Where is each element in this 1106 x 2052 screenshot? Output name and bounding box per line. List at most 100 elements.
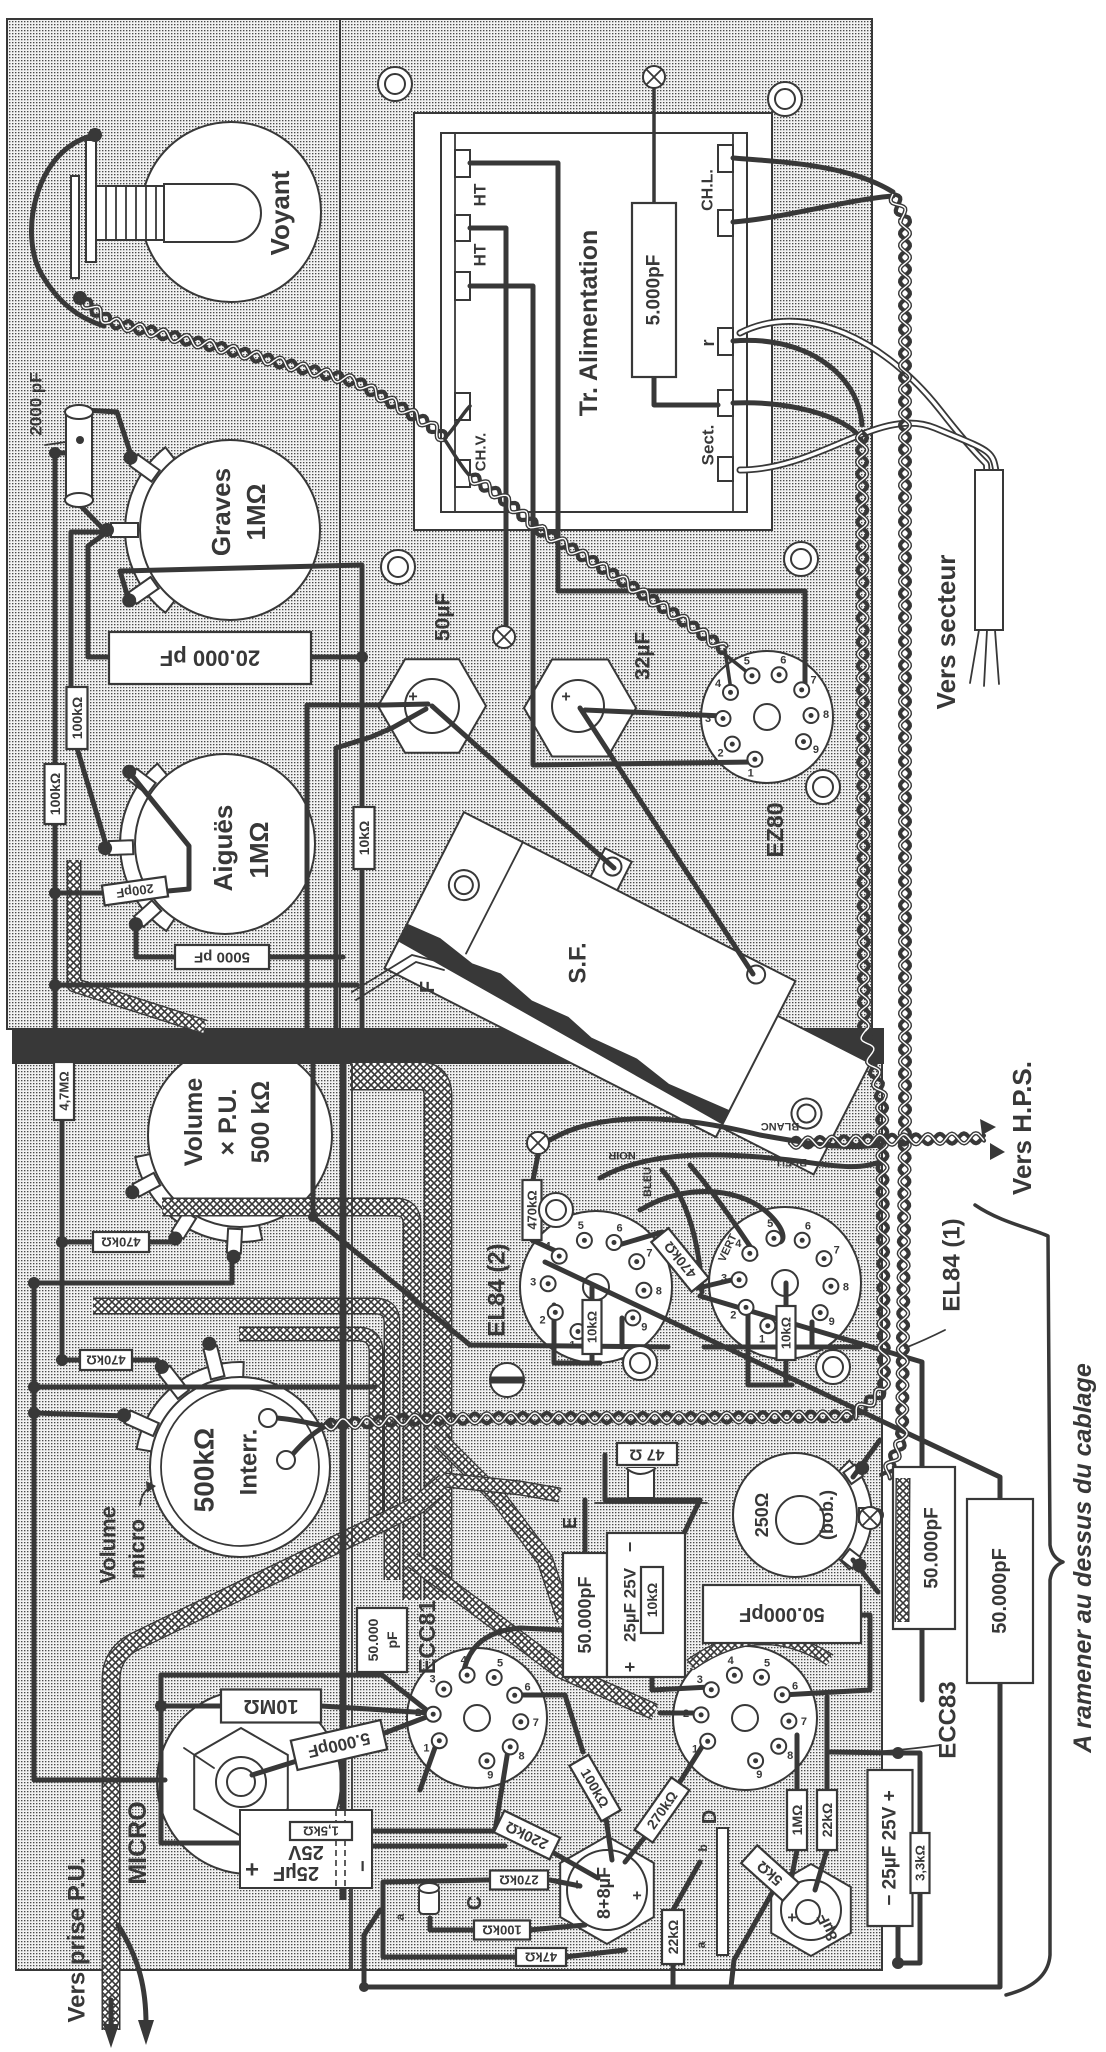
label-polarity-plus: + [572, 1877, 581, 1894]
twisted-pair-speaker [787, 1131, 987, 1150]
pot-lug [107, 839, 135, 857]
socket-pin-contact [708, 1687, 714, 1693]
socket-pin-contact [484, 1758, 490, 1764]
shield-braid [435, 1435, 572, 1623]
label-point-e: E [560, 1517, 580, 1529]
label-terminal-chv: CH.V. [473, 433, 490, 472]
socket-pin-contact [552, 1309, 558, 1315]
wire [460, 1625, 566, 1678]
part-value: 25µF 25V [621, 1567, 640, 1642]
resistor-100k-a: 100kΩ [65, 685, 89, 751]
part-value: 100kΩ [47, 773, 63, 815]
ground-lug-icon [642, 65, 666, 89]
wire [427, 1915, 478, 1933]
wire [850, 1437, 883, 1480]
twisted-pairs [79, 191, 987, 1481]
wire [582, 707, 726, 719]
screw-head [822, 1356, 844, 1378]
label-pot-250: 250Ω [752, 1493, 772, 1537]
pin-number: 2 [415, 1707, 421, 1719]
part-value: 10kΩ [585, 1311, 600, 1343]
capacitor-d [716, 1827, 729, 1956]
socket-pin-contact [759, 1674, 764, 1680]
pin-number: 9 [756, 1769, 762, 1781]
wire [249, 1757, 303, 1778]
pin-number: 5 [497, 1658, 503, 1670]
pin-number: 5 [764, 1657, 770, 1669]
solder-points [28, 128, 904, 1992]
pin-number: 4 [728, 1655, 735, 1667]
part-value: 1MΩ [789, 1805, 805, 1836]
wire-heater [730, 155, 896, 195]
twisted-wire-highlight [324, 1410, 853, 1431]
socket-pin-contact [720, 716, 726, 721]
pot-lug [157, 1364, 191, 1401]
part-value: 3,3kΩ [913, 1845, 928, 1881]
capacitor-5000pf-micro: 5.000pF [289, 1718, 389, 1772]
shielded-cable [406, 1553, 659, 1720]
ground-lug-cross [645, 68, 663, 86]
part-value: 100kΩ [482, 1923, 521, 1938]
pin-number: 1 [692, 1743, 698, 1755]
label-speaker-output: Vers H.P.S. [1007, 1061, 1037, 1195]
part-value: − 25µF 25V + [880, 1790, 901, 1906]
socket-pin-contact [430, 1711, 436, 1717]
wire [697, 1293, 925, 1470]
pin-number: 4 [715, 678, 722, 690]
socket-pin-contact [441, 1686, 447, 1692]
wire [31, 1254, 235, 1286]
wire [812, 1847, 830, 1893]
wire [850, 1557, 881, 1595]
resistor-47k: 47kΩ [514, 1946, 568, 1968]
pot-lug [128, 453, 162, 483]
socket-pin-contact [799, 687, 805, 693]
mains-cable [969, 469, 1004, 687]
leader-line [871, 1744, 941, 1753]
arrow-down-icon [138, 2020, 154, 2045]
shield-braid [350, 1063, 451, 1600]
label-pot-250-note: (bob.) [817, 1490, 837, 1540]
wire [730, 337, 865, 428]
label-volume-micro: Volume [96, 1506, 121, 1584]
pin-number: 7 [810, 675, 816, 687]
pot-lug [131, 1171, 162, 1198]
shield-braid [93, 1299, 399, 1580]
part-value: 5.000pF [644, 255, 665, 326]
screw-head [387, 556, 409, 578]
socket-pin-contact [556, 1253, 562, 1259]
wire [81, 407, 135, 461]
twisted-wire-strand [79, 297, 448, 440]
pin-number: 7 [801, 1716, 807, 1728]
wire [127, 770, 192, 894]
wire [318, 1703, 433, 1716]
screw-head [545, 1199, 567, 1221]
socket-pin-contact [749, 673, 755, 679]
fuse-holder [351, 954, 445, 1001]
terminal-strip-right [717, 144, 734, 482]
socket-pin-contact [753, 1758, 759, 1764]
part-value: 47kΩ [525, 1950, 557, 1965]
pin-number: 2 [717, 747, 723, 759]
label-tube-ecc83: ECC83 [935, 1681, 962, 1758]
socket-pin-contact [752, 756, 758, 762]
wire [381, 701, 431, 731]
label-polarity-plus: + [632, 1888, 641, 1905]
socket-pin-contact [575, 1329, 581, 1334]
part-value: 50.000 [365, 1618, 381, 1661]
power-transformer [413, 112, 773, 531]
wire-output-noir [547, 1116, 883, 1150]
part-value: 270kΩ [499, 1873, 538, 1888]
part-value: 10kΩ [779, 1317, 794, 1349]
wire [29, 132, 107, 329]
wiring [29, 87, 1003, 1990]
part-value: 22kΩ [665, 1920, 681, 1955]
label-tube-el84-2: EL84 (2) [484, 1243, 511, 1336]
socket-pin-contact [736, 1277, 742, 1283]
shield-braid [896, 1477, 909, 1623]
wire [333, 725, 395, 1031]
pot-250-shaft [775, 1495, 825, 1545]
label-capacitor-8-8uf: 8+8µF [594, 1867, 614, 1919]
screw-head [812, 776, 834, 798]
